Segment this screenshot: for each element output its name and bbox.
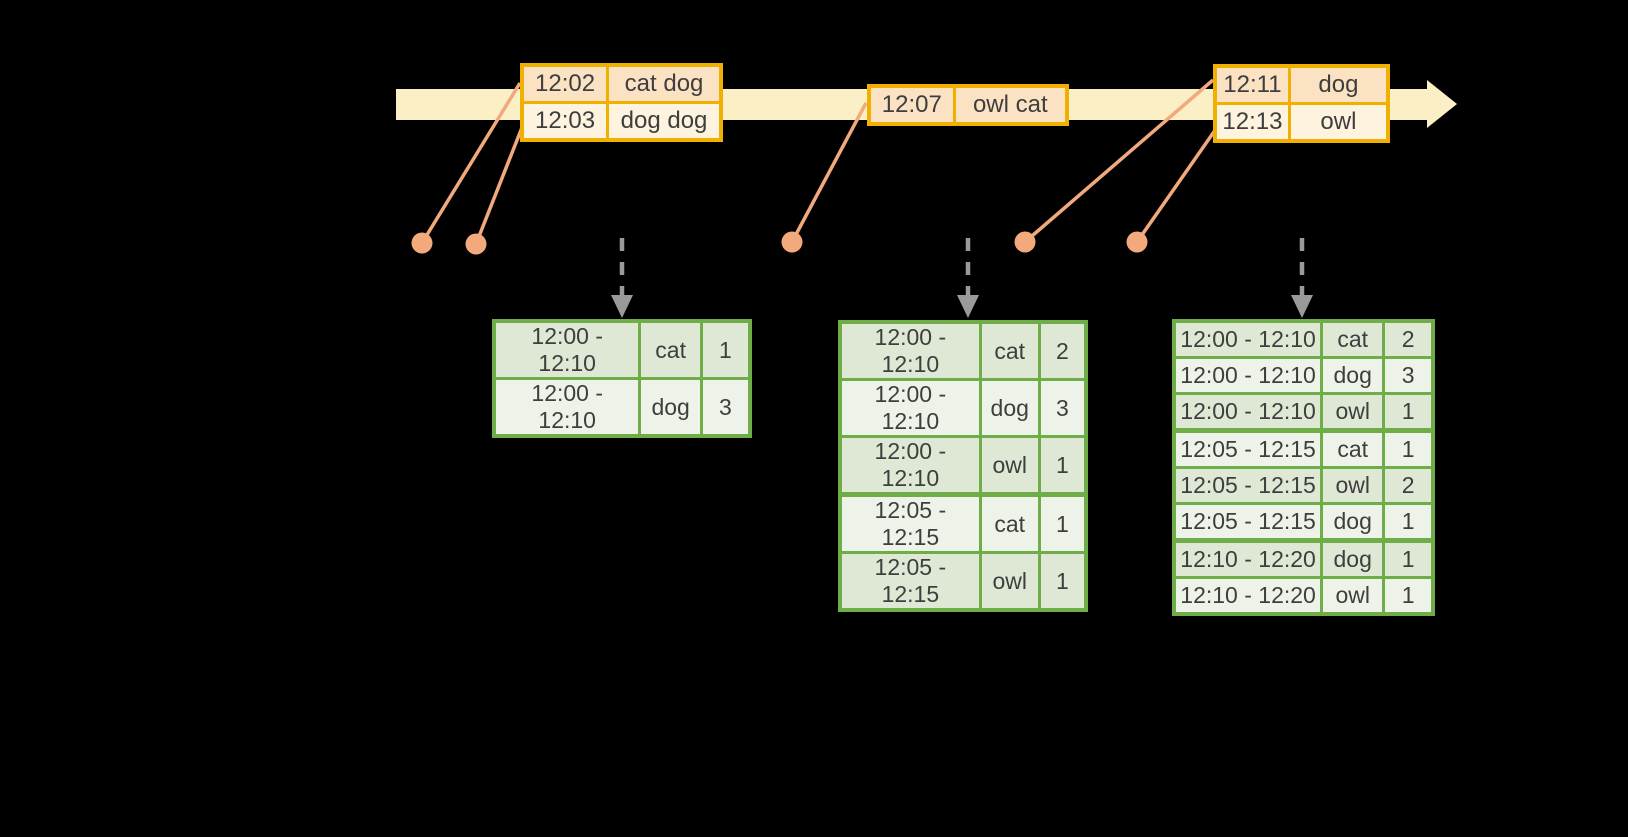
word-cell: cat (638, 319, 703, 380)
window-cell: 12:00 - 12:10 (1172, 392, 1324, 432)
word-cell: cat (978, 320, 1041, 381)
count-cell: 2 (1382, 319, 1435, 359)
word-cell: cat (1320, 319, 1386, 359)
event-words-cell: dog dog (606, 101, 723, 142)
event-time-cell: 12:11 (1213, 64, 1291, 105)
word-cell: owl (1320, 392, 1386, 432)
count-cell: 3 (1037, 378, 1088, 438)
word-cell: cat (978, 492, 1041, 554)
event-connector-line (474, 124, 525, 245)
trigger-arrows (611, 238, 1313, 318)
word-cell: owl (1320, 466, 1386, 505)
window-cell: 12:00 - 12:10 (1172, 319, 1324, 359)
window-cell: 12:00 - 12:10 (838, 320, 982, 381)
event-time-cell: 12:03 (520, 101, 610, 142)
event-words-cell: owl cat (952, 84, 1069, 126)
count-cell: 1 (1037, 435, 1088, 496)
count-cell: 2 (1037, 320, 1088, 381)
count-cell: 1 (1037, 551, 1088, 612)
word-cell: owl (978, 551, 1041, 612)
count-cell: 1 (1382, 392, 1435, 432)
window-cell: 12:10 - 12:20 (1172, 538, 1324, 579)
window-cell: 12:05 - 12:15 (1172, 466, 1324, 505)
trigger-arrow-icon (957, 238, 979, 318)
word-cell: dog (978, 378, 1041, 438)
window-cell: 12:10 - 12:20 (1172, 576, 1324, 616)
timeline-arrowhead-icon (1427, 80, 1457, 128)
word-cell: dog (1320, 538, 1386, 579)
window-cell: 12:05 - 12:15 (838, 551, 982, 612)
event-time-dot (465, 233, 487, 255)
count-cell: 3 (699, 377, 752, 438)
word-cell: owl (978, 435, 1041, 496)
event-time-dots (411, 231, 1148, 255)
word-cell: dog (1320, 356, 1386, 395)
event-time-cell: 12:13 (1213, 102, 1291, 143)
word-cell: cat (1320, 428, 1386, 469)
word-cell: dog (638, 377, 703, 438)
word-cell: dog (1320, 502, 1386, 542)
window-cell: 12:05 - 12:15 (838, 492, 982, 554)
count-cell: 2 (1382, 466, 1435, 505)
window-cell: 12:00 - 12:10 (492, 377, 642, 438)
window-cell: 12:00 - 12:10 (492, 319, 642, 380)
count-cell: 1 (1382, 502, 1435, 542)
count-cell: 1 (1382, 538, 1435, 579)
event-connector-line (790, 102, 868, 243)
event-connector-line (420, 82, 522, 244)
window-cell: 12:00 - 12:10 (838, 378, 982, 438)
word-cell: owl (1320, 576, 1386, 616)
event-connector-line (1135, 124, 1220, 244)
trigger-arrow-icon (1291, 238, 1313, 318)
event-time-dot (411, 232, 433, 254)
event-words-cell: cat dog (606, 63, 723, 104)
event-words-cell: owl (1287, 102, 1390, 143)
window-cell: 12:00 - 12:10 (838, 435, 982, 496)
count-cell: 1 (1382, 576, 1435, 616)
count-cell: 1 (1037, 492, 1088, 554)
event-connector-line (1023, 78, 1215, 244)
count-cell: 1 (699, 319, 752, 380)
window-cell: 12:00 - 12:10 (1172, 356, 1324, 395)
window-cell: 12:05 - 12:15 (1172, 502, 1324, 542)
event-time-cell: 12:02 (520, 63, 610, 104)
event-time-dot (1014, 231, 1036, 253)
event-words-cell: dog (1287, 64, 1390, 105)
window-cell: 12:05 - 12:15 (1172, 428, 1324, 469)
count-cell: 3 (1382, 356, 1435, 395)
trigger-arrow-icon (611, 238, 633, 318)
event-connector-lines (420, 78, 1220, 245)
event-time-dot (781, 231, 803, 253)
count-cell: 1 (1382, 428, 1435, 469)
event-time-cell: 12:07 (867, 84, 956, 126)
event-time-dot (1126, 231, 1148, 253)
